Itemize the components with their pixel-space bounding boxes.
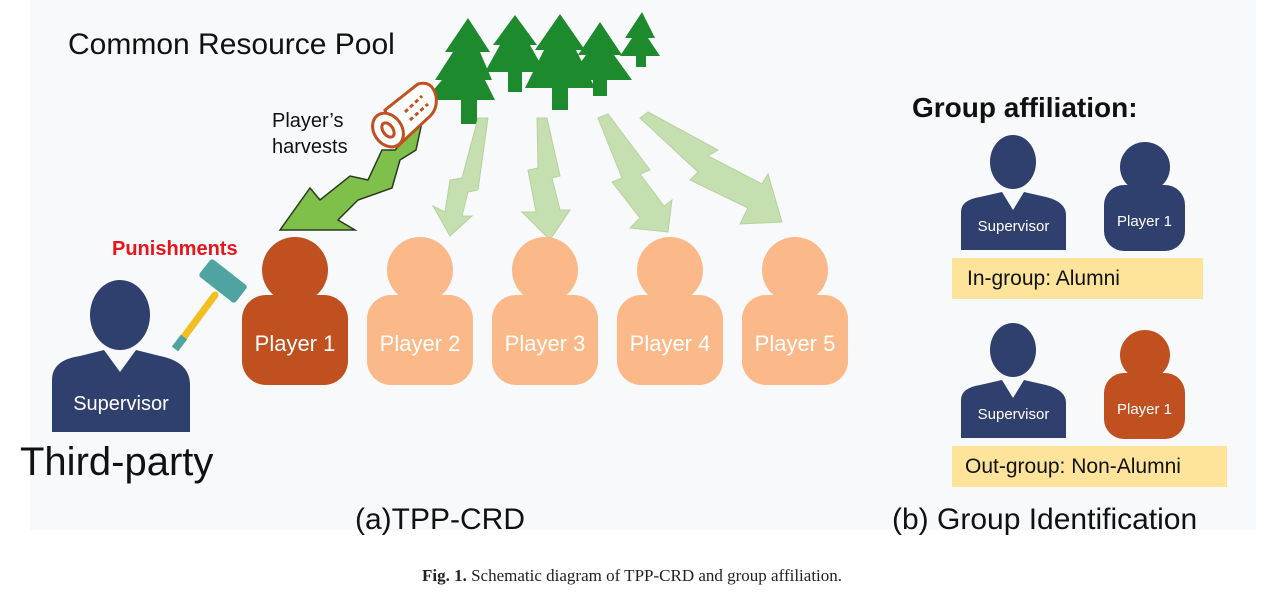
harvest-arrow-player-3 <box>520 117 571 241</box>
figure-caption: Fig. 1. Schematic diagram of TPP-CRD and… <box>0 566 1264 586</box>
supervisor-figure <box>52 280 190 432</box>
in-group-player-label: Player 1 <box>1116 213 1173 230</box>
player-3-figure <box>492 237 598 385</box>
in-group-player-figure <box>1104 142 1185 251</box>
panel-b-subtitle: (b) Group Identification <box>892 503 1198 536</box>
out-group-supervisor-figure <box>961 323 1066 438</box>
harvest-arrow-player-1 <box>278 119 424 231</box>
out-group-supervisor-label: Supervisor <box>977 406 1050 423</box>
harvest-label: Player’s harvests <box>272 108 348 160</box>
faded-harvest-arrows <box>431 111 783 241</box>
players <box>242 237 848 385</box>
harvest-label-line2: harvests <box>272 136 348 158</box>
caption-prefix: Fig. 1. <box>421 566 467 585</box>
player-label: Player 2 <box>379 331 461 356</box>
pool-label: Common Resource Pool <box>68 28 395 61</box>
harvest-arrow-player-4 <box>597 113 673 233</box>
player-label: Player 5 <box>754 331 836 356</box>
in-group-label: In-group: Alumni <box>967 267 1120 290</box>
player-2-figure <box>367 237 473 385</box>
tree-icon <box>568 22 632 96</box>
player-label: Player 1 <box>254 331 336 356</box>
in-group-supervisor-label: Supervisor <box>977 218 1050 235</box>
hammer-icon <box>171 259 247 352</box>
log-icon <box>371 81 438 149</box>
group-affiliation-title: Group affiliation: <box>912 92 1138 123</box>
harvest-label-line1: Player’s <box>272 110 344 132</box>
caption-text: Schematic diagram of TPP-CRD and group a… <box>466 566 843 585</box>
out-group-label: Out-group: Non-Alumni <box>965 455 1181 478</box>
harvest-arrow-player-2 <box>431 117 489 237</box>
player-label: Player 3 <box>504 331 586 356</box>
third-party-label: Third-party <box>20 440 214 484</box>
player-4-figure <box>617 237 723 385</box>
panel-a-subtitle: (a)TPP-CRD <box>355 503 525 536</box>
harvest-arrow-player-5 <box>639 111 783 225</box>
tree-icon <box>485 15 545 92</box>
tree-icon <box>425 18 495 124</box>
out-group-player-label: Player 1 <box>1116 401 1173 418</box>
player-label: Player 4 <box>629 331 711 356</box>
trees-icon <box>425 12 660 124</box>
out-group-player-figure <box>1104 330 1185 439</box>
player-1-figure <box>242 237 348 385</box>
in-group-supervisor-figure <box>961 135 1066 250</box>
in-group-label-box <box>952 258 1203 299</box>
tree-icon <box>620 12 660 67</box>
out-group-label-box <box>952 446 1227 487</box>
supervisor-label: Supervisor <box>73 393 169 415</box>
player-5-figure <box>742 237 848 385</box>
tree-icon <box>525 14 595 110</box>
punishments-label: Punishments <box>112 238 238 260</box>
